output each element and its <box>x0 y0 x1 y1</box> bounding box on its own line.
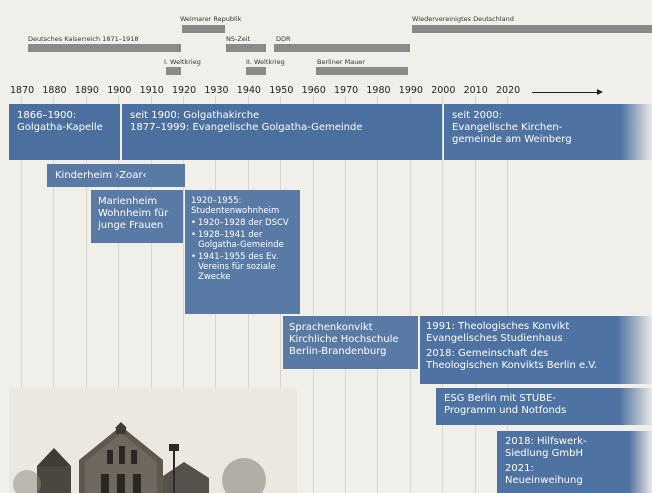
year-label: 2000 <box>431 85 456 96</box>
year-label: 1920 <box>172 85 197 96</box>
box-golgathakirche: seit 1900: Golgathakirche 1877–1999: Eva… <box>122 104 442 160</box>
year-label: 1970 <box>334 85 359 96</box>
box-weinberg-text: seit 2000: Evangelische Kirchen- gemeind… <box>452 110 572 145</box>
year-label: 1980 <box>366 85 391 96</box>
box-konvikt-text-1: 1991: Theologisches Konvikt Evangelische… <box>426 321 570 344</box>
year-label: 1910 <box>139 85 164 96</box>
year-gridline <box>183 96 184 493</box>
year-label: 1990 <box>398 85 423 96</box>
era-label-mauer: Berliner Mauer <box>317 58 365 66</box>
year-axis-line <box>532 92 598 93</box>
year-gridline <box>474 96 476 493</box>
year-label: 1960 <box>301 85 326 96</box>
year-gridline <box>409 96 411 493</box>
era-label-ww2: II. Weltkrieg <box>246 58 285 66</box>
box-esg-text: ESG Berlin mit STUBE- Programm und Notfo… <box>444 393 567 416</box>
box-zoar-text: Kinderheim ›Zoar‹ <box>55 170 147 181</box>
box-studentenwohnheim-list: 1920–1928 der DSCV 1928–1941 der Golgath… <box>191 218 300 282</box>
year-label: 1900 <box>107 85 132 96</box>
era-label-ns: NS-Zeit <box>226 35 251 43</box>
era-bar-kaiserreich <box>28 44 181 52</box>
year-label: 1880 <box>42 85 67 96</box>
era-bar-weimar <box>182 25 225 33</box>
box-kapelle-text: 1866–1900: Golgatha-Kapelle <box>17 110 103 133</box>
year-label: 2020 <box>496 85 521 96</box>
year-gridline <box>85 96 87 493</box>
year-gridline <box>377 96 379 493</box>
year-label: 1890 <box>74 85 99 96</box>
year-gridline <box>442 96 444 493</box>
year-gridline <box>507 96 508 493</box>
era-label-weimar: Weimarer Republik <box>180 15 242 23</box>
era-label-kaiserreich: Deutsches Kaiserreich 1871–1918 <box>28 35 139 43</box>
box-sprachenkonvikt-text: Sprachenkonvikt Kirchliche Hochschule Be… <box>289 322 399 357</box>
year-label: 1870 <box>10 85 35 96</box>
year-gridline <box>150 96 152 493</box>
box-hilfswerk-text-1: 2018: Hilfswerk- Siedlung GmbH <box>505 436 587 459</box>
box-esg: ESG Berlin mit STUBE- Programm und Notfo… <box>436 388 652 425</box>
era-bar-ww1 <box>166 67 181 75</box>
era-label-ddr: DDR <box>276 35 291 43</box>
year-label: 1930 <box>204 85 229 96</box>
box-marienheim: Marienheim Wohnheim für junge Frauen <box>91 190 183 243</box>
church-photo-drawing <box>9 388 297 493</box>
list-item: 1941–1955 des Ev. Vereins für soziale Zw… <box>191 252 300 282</box>
era-label-wiedervereinigt: Wiedervereinigtes Deutschland <box>412 15 514 23</box>
box-kapelle: 1866–1900: Golgatha-Kapelle <box>9 104 120 160</box>
list-item: 1920–1928 der DSCV <box>191 218 300 228</box>
box-studentenwohnheim-title: 1920–1955: Studentenwohnheim <box>191 196 280 216</box>
box-zoar: Kinderheim ›Zoar‹ <box>47 164 185 187</box>
box-studentenwohnheim: 1920–1955: Studentenwohnheim 1920–1928 d… <box>185 190 300 314</box>
era-bar-ddr <box>274 44 410 52</box>
era-label-ww1: I. Weltkrieg <box>164 58 201 66</box>
box-marienheim-text: Marienheim Wohnheim für junge Frauen <box>98 196 169 231</box>
box-theologisches-konvikt: 1991: Theologisches Konvikt Evangelische… <box>420 316 652 384</box>
era-bar-ns <box>226 44 266 52</box>
year-gridline <box>118 96 120 493</box>
year-label: 1940 <box>236 85 261 96</box>
box-hilfswerk: 2018: Hilfswerk- Siedlung GmbH 2021: Neu… <box>497 431 652 493</box>
year-axis-arrowhead <box>597 89 603 95</box>
era-bar-wiedervereinigt <box>412 25 652 33</box>
year-gridline <box>345 96 346 493</box>
box-golgathakirche-text: seit 1900: Golgathakirche 1877–1999: Eva… <box>130 110 363 133</box>
year-gridline <box>312 96 314 493</box>
era-bar-ww2 <box>246 67 266 75</box>
box-konvikt-text-2: 2018: Gemeinschaft des Theologischen Kon… <box>426 348 598 371</box>
box-weinberg: seit 2000: Evangelische Kirchen- gemeind… <box>444 104 652 160</box>
box-hilfswerk-text-2: 2021: Neueinweihung <box>505 463 583 486</box>
church-photo <box>9 388 297 493</box>
year-gridline <box>21 96 22 493</box>
box-sprachenkonvikt: Sprachenkonvikt Kirchliche Hochschule Be… <box>283 316 418 369</box>
list-item: 1928–1941 der Golgatha-Gemeinde <box>191 230 300 250</box>
era-bar-mauer <box>316 67 408 75</box>
year-gridline <box>53 96 55 493</box>
year-label: 1950 <box>269 85 294 96</box>
year-label: 2010 <box>463 85 488 96</box>
